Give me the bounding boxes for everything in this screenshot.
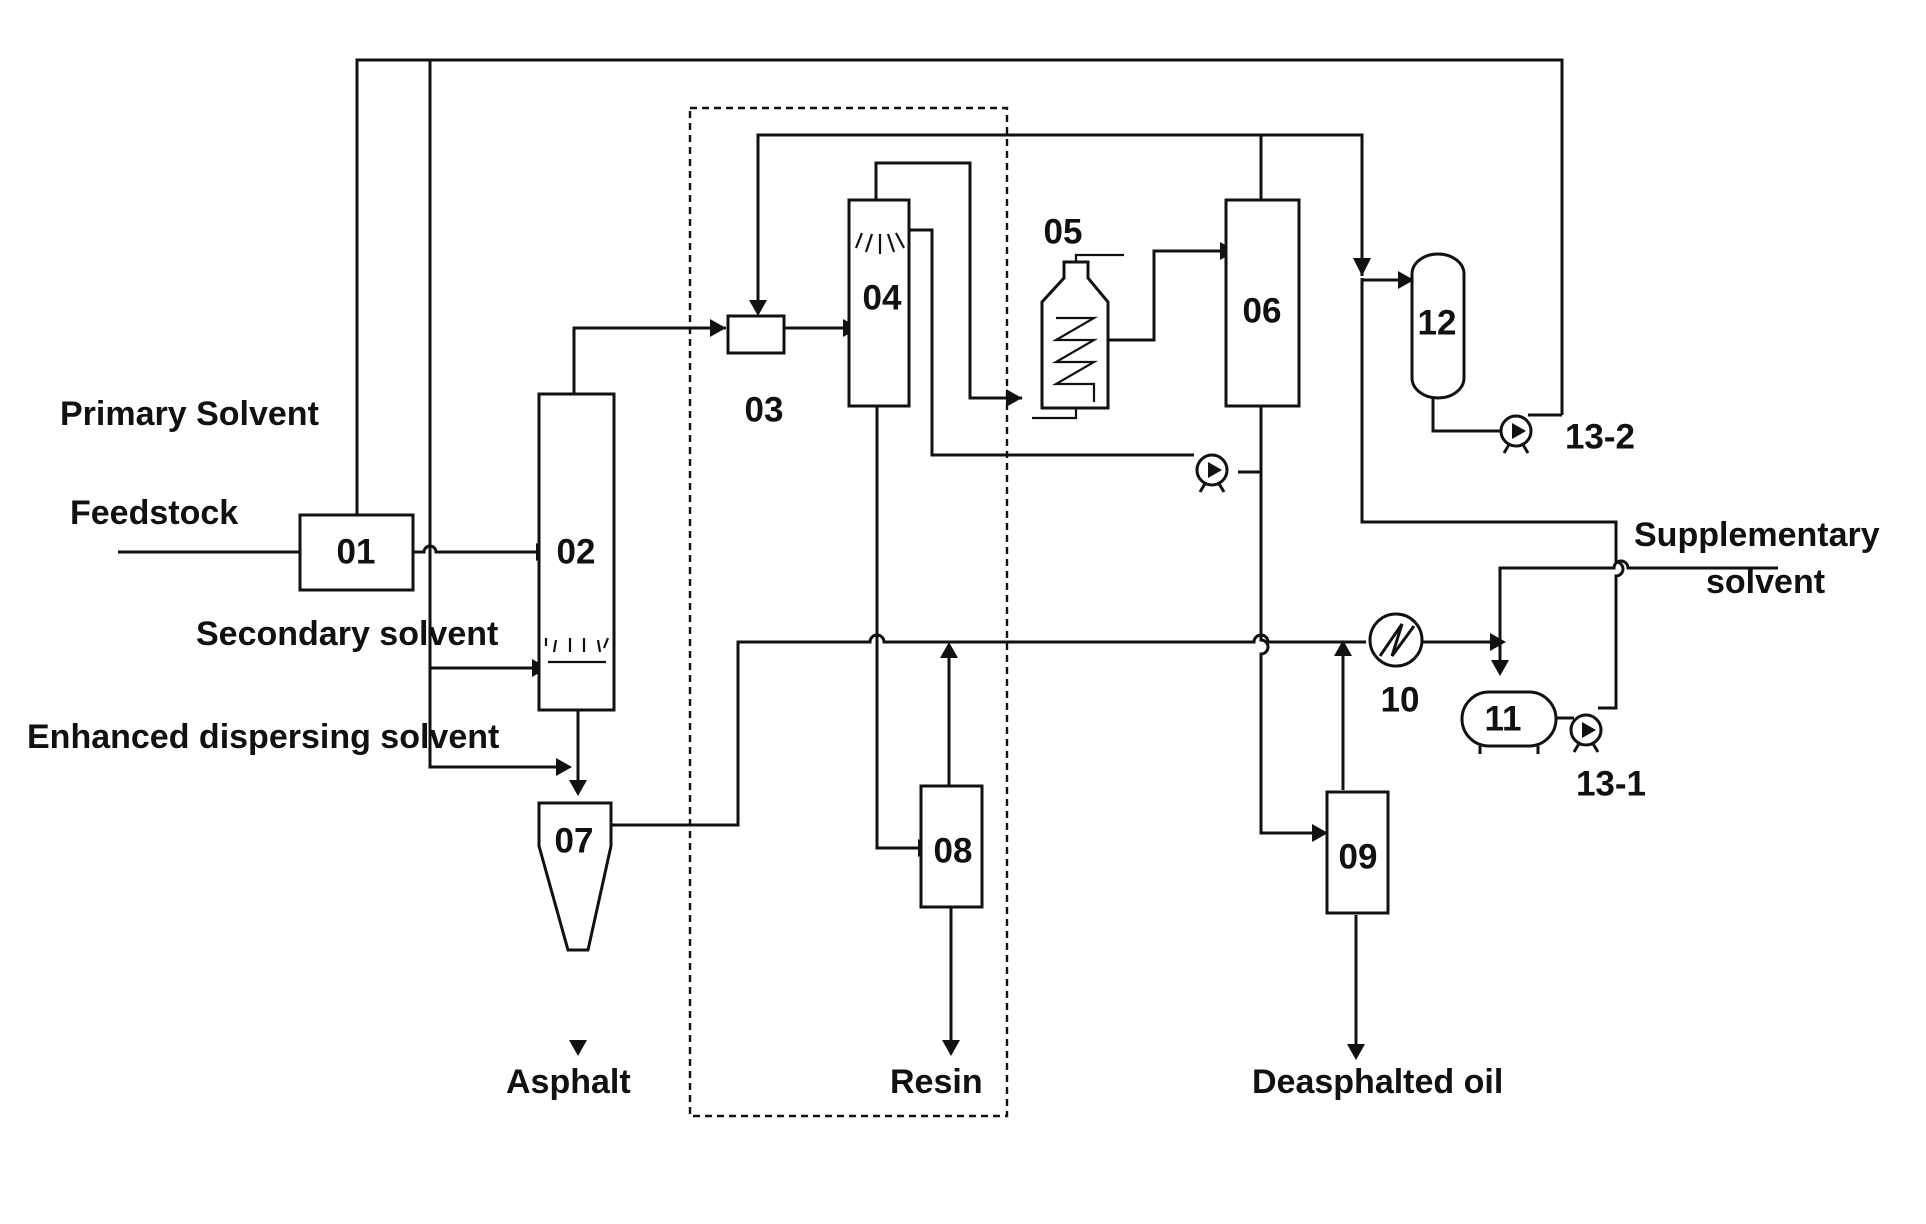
unit-01-tag: 01 (337, 533, 376, 572)
primary-solvent-label: Primary Solvent (60, 395, 319, 433)
feedstock-label: Feedstock (70, 494, 238, 532)
enhanced-dispersing-solvent-label: Enhanced dispersing solvent (27, 718, 499, 756)
supplementary-solvent-label-line1: Supplementary (1634, 516, 1880, 554)
unit-05-heater (1042, 262, 1108, 408)
pump-13-1-icon (1571, 715, 1601, 752)
asphalt-label: Asphalt (506, 1063, 631, 1101)
resin-label: Resin (890, 1063, 983, 1101)
unit-10-tag: 10 (1381, 681, 1420, 720)
unit-06-tag: 06 (1243, 292, 1282, 331)
unit-04-tag: 04 (863, 279, 902, 318)
unit-08-tag: 08 (934, 832, 973, 871)
deasphalted-oil-label: Deasphalted oil (1252, 1063, 1503, 1101)
unit-10-heat-exchanger (1370, 614, 1422, 666)
pump-13-2-tag: 13-2 (1565, 418, 1635, 457)
pump-13-1-tag: 13-1 (1576, 765, 1646, 804)
secondary-solvent-label: Secondary solvent (196, 615, 498, 653)
unit-12-tag: 12 (1418, 304, 1457, 343)
unit-05-tag: 05 (1044, 213, 1083, 252)
unit-03-tag: 03 (745, 391, 784, 430)
unit-09-tag: 09 (1339, 838, 1378, 877)
recycle-pump-icon (1197, 455, 1227, 492)
unit-02-tag: 02 (557, 533, 596, 572)
unit-11-tag: 11 (1485, 700, 1522, 739)
unit-03-mixer (728, 316, 784, 353)
pump-13-2-icon (1501, 416, 1531, 453)
supplementary-solvent-label-line2: solvent (1706, 563, 1825, 601)
unit-07-tag: 07 (555, 822, 594, 861)
